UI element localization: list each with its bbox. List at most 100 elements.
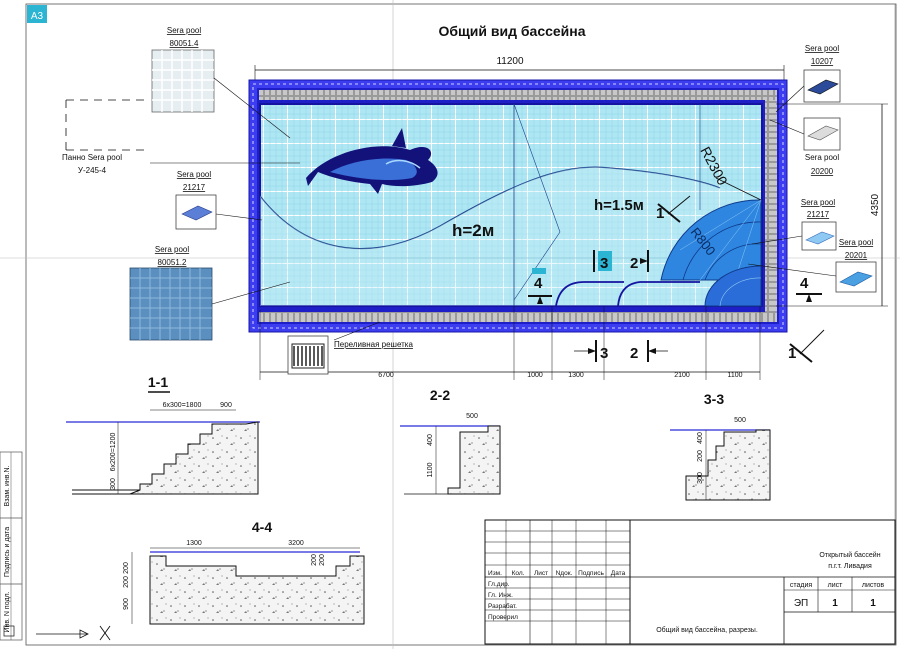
callout-tile-left: Sera pool 21217 (175, 170, 263, 230)
svg-text:21217: 21217 (183, 183, 206, 192)
svg-text:Взам. инв.N.: Взам. инв.N. (4, 465, 11, 506)
svg-text:20201: 20201 (845, 251, 868, 260)
svg-text:1100: 1100 (727, 372, 742, 379)
callout-mosaic-top: Sera pool 80051.4 (151, 26, 291, 139)
bench-step-2 (617, 281, 700, 307)
bench-step-1 (555, 281, 624, 307)
title-block: Изм. Кол. Лист Nдок. Подпись Дата Гл.дир… (484, 519, 896, 645)
svg-text:Дата: Дата (611, 570, 626, 577)
svg-text:21217: 21217 (807, 210, 830, 219)
svg-text:500: 500 (466, 413, 478, 420)
svg-text:200: 200 (311, 554, 318, 566)
corner-steps (660, 199, 762, 307)
svg-text:Переливная решетка: Переливная решетка (334, 340, 413, 349)
dolphin-mosaic-panel (306, 128, 438, 194)
sheet-format-label: A3 (31, 11, 44, 22)
callout-right-1: Sera pool 10207 (775, 44, 841, 113)
ucs-axes-icon (36, 625, 111, 641)
svg-text:1300: 1300 (568, 372, 584, 379)
svg-text:4: 4 (800, 275, 809, 292)
svg-text:3: 3 (600, 255, 608, 272)
svg-text:300: 300 (110, 478, 117, 490)
callout-panel: Панно Sera pool У-245-4 (62, 99, 300, 175)
section-3-3: 3-3 500 400 200 300 (670, 391, 771, 501)
section-mark-2-bottom: 2 (630, 340, 668, 362)
svg-text:2100: 2100 (674, 372, 690, 379)
dim-width: 4350 (870, 193, 881, 216)
svg-text:300: 300 (697, 472, 704, 484)
svg-text:Sera pool: Sera pool (155, 245, 189, 254)
svg-text:Sera pool: Sera pool (805, 44, 839, 53)
overflow-grate-top (259, 90, 777, 100)
svg-text:400: 400 (697, 432, 704, 444)
section-mark-3-top: 3 (593, 250, 612, 272)
svg-text:Гл.дир.: Гл.дир. (488, 581, 510, 588)
dim-length: 11200 (496, 56, 524, 67)
svg-text:900: 900 (220, 402, 232, 409)
svg-text:400: 400 (427, 434, 434, 446)
svg-text:6x200=1200: 6x200=1200 (110, 433, 117, 472)
overflow-grate-right (765, 100, 777, 312)
svg-text:ЭП: ЭП (794, 598, 808, 609)
svg-text:6x300=1800: 6x300=1800 (163, 402, 202, 409)
svg-text:Sera pool: Sera pool (801, 198, 835, 207)
section-mark-4-left: 4 (528, 268, 552, 304)
svg-text:Sera pool: Sera pool (839, 238, 873, 247)
svg-text:Панно Sera pool: Панно Sera pool (62, 153, 122, 162)
svg-text:Инв. N подл.: Инв. N подл. (4, 591, 11, 632)
svg-text:Sera pool: Sera pool (177, 170, 211, 179)
svg-text:80051.4: 80051.4 (170, 39, 199, 48)
svg-text:лист: лист (828, 582, 843, 589)
svg-text:Изм.: Изм. (488, 570, 502, 577)
svg-text:20200: 20200 (811, 167, 834, 176)
svg-text:Открытый бассейн: Открытый бассейн (819, 551, 880, 559)
svg-text:200: 200 (123, 562, 130, 574)
svg-text:Лист: Лист (534, 570, 548, 577)
svg-text:У-245-4: У-245-4 (78, 166, 107, 175)
svg-text:1-1: 1-1 (148, 374, 168, 390)
svg-text:Подпись: Подпись (578, 570, 604, 577)
svg-text:3200: 3200 (288, 540, 304, 547)
svg-text:листов: листов (862, 582, 885, 589)
svg-text:2: 2 (630, 345, 638, 362)
side-stamps: Взам. инв.N. Подпись и дата Инв. N подл. (0, 451, 23, 641)
svg-text:200: 200 (319, 554, 326, 566)
svg-text:4-4: 4-4 (252, 519, 272, 535)
svg-text:6700: 6700 (378, 372, 394, 379)
svg-text:10207: 10207 (811, 57, 834, 66)
svg-text:2: 2 (630, 255, 638, 272)
svg-text:п.г.т. Ливадия: п.г.т. Ливадия (828, 563, 872, 570)
depth-label-shallow: h=1.5м (594, 197, 644, 214)
svg-text:Sera pool: Sera pool (167, 26, 201, 35)
section-mark-1-bottom: 1 (788, 329, 825, 363)
svg-text:стадия: стадия (790, 582, 813, 589)
depth-wave-line (259, 166, 721, 250)
svg-text:3-3: 3-3 (704, 391, 724, 407)
svg-text:Гл. Инж.: Гл. Инж. (488, 592, 513, 599)
callout-right-3: Sera pool 21217 (751, 198, 837, 251)
svg-text:4: 4 (534, 275, 543, 292)
section-mark-4-right: 4 (796, 275, 822, 302)
section-mark-1-top: 1 (656, 195, 691, 223)
svg-text:1: 1 (870, 598, 876, 609)
svg-text:500: 500 (734, 417, 746, 424)
svg-text:2-2: 2-2 (430, 387, 450, 403)
depth-label-deep: h=2м (452, 221, 494, 240)
svg-text:80051.2: 80051.2 (158, 258, 187, 267)
svg-text:Подпись и дата: Подпись и дата (4, 527, 11, 577)
svg-text:200: 200 (123, 576, 130, 588)
svg-text:Разрабат.: Разрабат. (488, 602, 517, 610)
svg-text:200: 200 (697, 450, 704, 462)
svg-text:1000: 1000 (527, 372, 543, 379)
svg-text:Кол.: Кол. (512, 570, 525, 577)
svg-text:Общий вид бассейна, разрезы.: Общий вид бассейна, разрезы. (656, 626, 758, 634)
bottom-dimension-chain: 6700 1000 1300 2100 1100 (259, 306, 761, 380)
drawing-title: Общий вид бассейна (438, 23, 585, 39)
section-mark-2-top: 2 (630, 250, 649, 272)
callout-grate: Переливная решетка (287, 321, 413, 375)
callout-right-4: Sera pool 20201 (747, 238, 877, 293)
svg-text:1: 1 (832, 598, 838, 609)
section-2-2: 2-2 500 400 1100 (400, 387, 501, 495)
pool-plan: h=2м h=1.5м R2300 R800 (248, 79, 788, 333)
